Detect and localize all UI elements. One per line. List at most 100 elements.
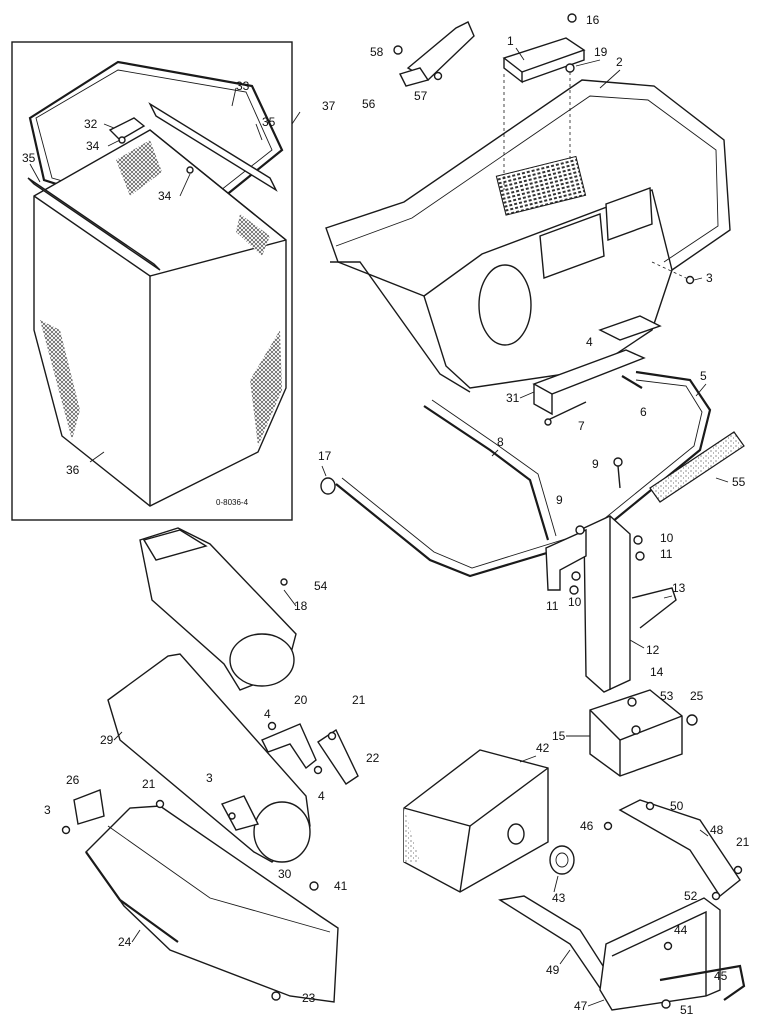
callout-50: 50 (670, 799, 684, 813)
callout-11b: 11 (546, 599, 559, 613)
callout-5: 5 (700, 369, 707, 383)
grip-tube-55 (649, 431, 745, 503)
callout-8: 8 (497, 435, 504, 449)
callout-4b: 4 (264, 707, 271, 721)
callout-31: 31 (506, 391, 520, 405)
callout-43: 43 (552, 891, 566, 905)
chute-screw-54 (280, 578, 288, 586)
callout-46: 46 (580, 819, 594, 833)
bag-screw-34b (186, 166, 194, 174)
arm-nut-21 (733, 865, 743, 875)
callout-26: 26 (66, 773, 80, 787)
latch-screw-57 (433, 71, 443, 81)
callout-29: 29 (100, 733, 114, 747)
callout-3c: 3 (44, 803, 51, 817)
callout-52: 52 (684, 889, 698, 903)
callout-56: 56 (362, 97, 376, 111)
hitch-pin-7 (547, 401, 587, 421)
callout-1: 1 (507, 34, 514, 48)
callout-37: 37 (322, 99, 336, 113)
callout-34: 34 (86, 139, 100, 153)
callout-36: 36 (66, 463, 80, 477)
callout-53: 53 (660, 689, 674, 703)
cap-screw-16 (567, 13, 577, 23)
callout-44: 44 (674, 923, 688, 937)
discharge-chute (61, 527, 359, 1003)
callout-21: 21 (352, 693, 366, 707)
chute-bracket-22 (317, 728, 359, 785)
callout-54: 54 (314, 579, 328, 593)
callout-23: 23 (302, 991, 316, 1005)
callout-4: 4 (586, 335, 593, 349)
mounting-arm-48 (618, 799, 741, 898)
callout-21c: 21 (736, 835, 750, 849)
callout-3: 3 (706, 271, 713, 285)
upright-washer-10b (569, 585, 579, 595)
callout-2: 2 (616, 55, 623, 69)
upright-bolt-9b (575, 525, 585, 535)
callout-9b: 9 (556, 493, 563, 507)
deflector-nut-21 (155, 799, 165, 809)
callout-35b: 35 (22, 151, 36, 165)
callout-47: 47 (574, 999, 588, 1013)
latch-bracket (393, 21, 475, 87)
arm-bolt-44 (663, 941, 673, 951)
upright-washer-10a (633, 535, 643, 545)
bag-frame-wire (28, 60, 284, 228)
upright-nut-11a (635, 551, 645, 561)
callout-18: 18 (294, 599, 308, 613)
chute-bracket-20 (261, 723, 317, 770)
callout-32: 32 (84, 117, 98, 131)
bracket-nut-4a (267, 721, 277, 731)
frame-bolt-9a (613, 457, 623, 467)
bracket-nut-21 (327, 731, 337, 741)
callout-24: 24 (118, 935, 132, 949)
callout-14: 14 (650, 665, 664, 679)
deflector-screw-3 (61, 825, 71, 835)
bracket-bolt-53 (631, 725, 641, 735)
tube-plug-17 (320, 477, 336, 495)
callout-35: 35 (262, 115, 276, 129)
drawing-number: 0-8036-4 (216, 498, 249, 507)
mounting-frame-47 (599, 897, 721, 1011)
callout-12: 12 (646, 643, 660, 657)
callout-9: 9 (592, 457, 599, 471)
hood-hitch-bracket (532, 315, 662, 426)
callout-3b: 3 (206, 771, 213, 785)
callout-51: 51 (680, 1003, 694, 1017)
callout-17: 17 (318, 449, 332, 463)
callout-6: 6 (640, 405, 647, 419)
callout-48: 48 (710, 823, 724, 837)
bracket-nut-4b (313, 765, 323, 775)
hood-screw-3 (685, 275, 695, 285)
inset-frame (11, 41, 293, 521)
grass-bag-body (33, 129, 287, 507)
callout-11: 11 (660, 547, 673, 561)
callout-22: 22 (366, 751, 380, 765)
callout-25: 25 (690, 689, 704, 703)
callout-58: 58 (370, 45, 384, 59)
support-frame (320, 370, 745, 578)
upright-post-12 (583, 515, 631, 693)
callout-30: 30 (278, 867, 292, 881)
hood-vent-grille (495, 155, 587, 216)
hood-body (325, 79, 731, 389)
arm-nut-51 (661, 999, 671, 1009)
counterweight (403, 749, 575, 893)
chute-plate-3 (220, 795, 260, 831)
callout-55: 55 (732, 475, 746, 489)
bag-rail-right (148, 102, 278, 192)
leader-lines (113, 47, 729, 1007)
bagger-hood (325, 13, 731, 393)
latch-nut-58 (393, 45, 403, 55)
callout-33: 33 (236, 79, 250, 93)
callout-49: 49 (546, 963, 560, 977)
frame-tube-5 (335, 370, 712, 578)
frame-tube-8 (423, 405, 550, 541)
deflector-nut-41 (309, 881, 319, 891)
mounting-bar-45 (659, 964, 746, 1001)
callout-41: 41 (334, 879, 348, 893)
arm-nut-46 (603, 821, 613, 831)
callout-7: 7 (578, 419, 585, 433)
